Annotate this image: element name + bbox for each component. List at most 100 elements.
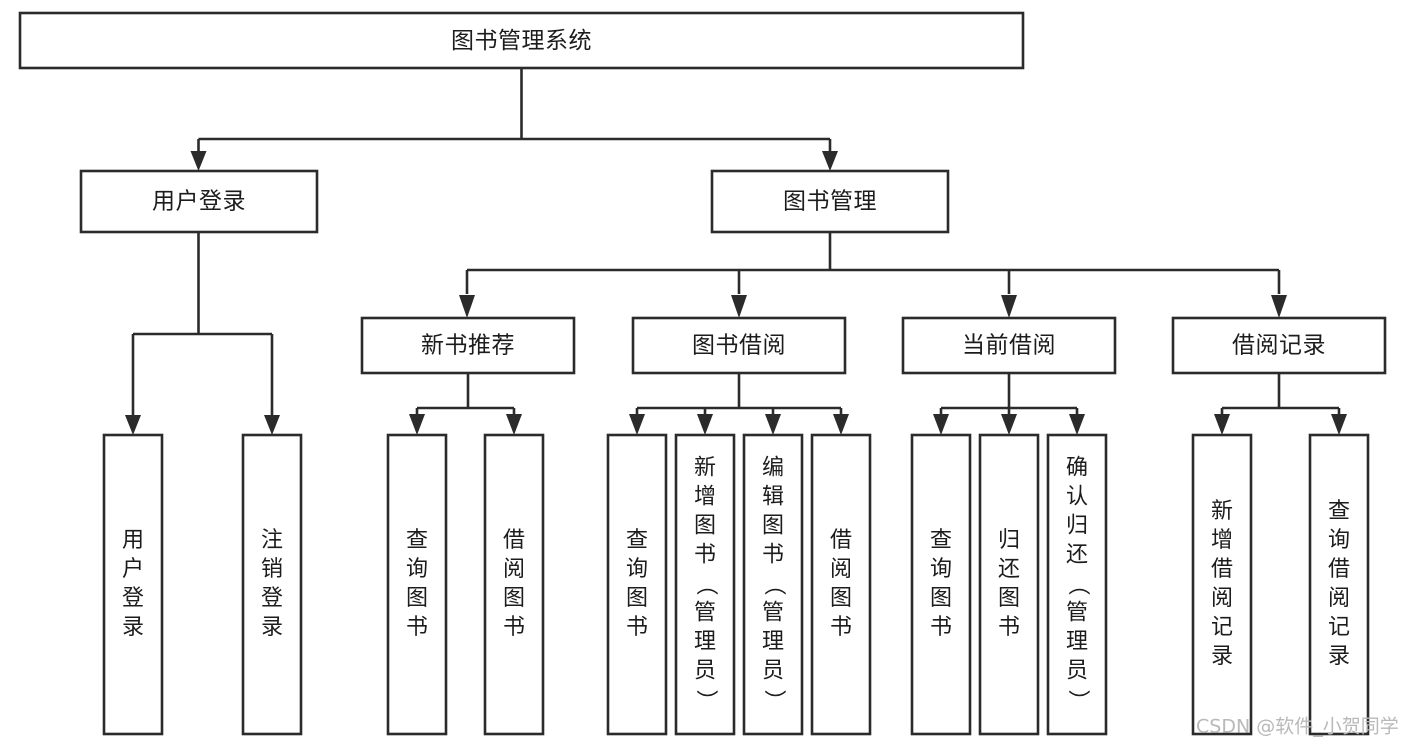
svg-text:书: 书 xyxy=(998,615,1020,640)
node-leaf-return-book-box[interactable] xyxy=(978,433,1040,736)
svg-text:户: 户 xyxy=(122,557,144,582)
node-root[interactable]: 图书管理系统 xyxy=(18,11,1025,70)
node-leaf-query-book-1-box[interactable] xyxy=(386,433,448,736)
svg-text:书: 书 xyxy=(626,615,648,640)
node-current-borrow[interactable]: 当前借阅 xyxy=(901,316,1117,375)
node-leaf-user-logout[interactable] xyxy=(241,433,303,736)
node-book-manage[interactable]: 图书管理 xyxy=(710,169,950,234)
node-leaf-query-book-3-box[interactable] xyxy=(910,433,972,736)
svg-text:借: 借 xyxy=(1211,557,1233,582)
node-leaf-query-book-3[interactable] xyxy=(910,433,972,736)
svg-text:增: 增 xyxy=(694,485,716,510)
arrowhead-leaf-user-logout xyxy=(264,415,280,435)
connector-layer xyxy=(125,68,1347,435)
arrowhead-leaf-add-book xyxy=(697,414,713,435)
arrowhead-leaf-confirm-return xyxy=(1069,414,1085,435)
svg-text:辑: 辑 xyxy=(762,485,784,510)
node-leaf-add-record[interactable] xyxy=(1191,433,1253,736)
svg-text:员: 员 xyxy=(1066,659,1088,684)
node-leaf-edit-book[interactable] xyxy=(742,433,804,736)
svg-text:书: 书 xyxy=(830,615,852,640)
node-leaf-add-book-box[interactable] xyxy=(674,433,736,736)
node-leaf-edit-book-box[interactable] xyxy=(742,433,804,736)
node-leaf-borrow-book-1[interactable] xyxy=(483,433,545,736)
node-leaf-add-book[interactable] xyxy=(674,433,736,736)
arrowhead-current-borrow xyxy=(1001,295,1017,318)
svg-text:（: （ xyxy=(761,573,786,595)
node-root-box[interactable] xyxy=(18,11,1025,70)
node-book-manage-box[interactable] xyxy=(710,169,950,234)
arrowhead-user-login xyxy=(190,151,207,171)
svg-text:图: 图 xyxy=(830,586,852,611)
node-leaf-borrow-book-2[interactable] xyxy=(810,433,872,736)
node-user-login-label: 用户登录 xyxy=(152,189,246,215)
svg-text:查: 查 xyxy=(406,528,428,553)
node-leaf-return-book[interactable] xyxy=(978,433,1040,736)
leaf-label-layer: 用户登录注销登录查询图书借阅图书查询图书新增图书（管理员）编辑图书（管理员）借阅… xyxy=(122,456,1350,712)
svg-text:图: 图 xyxy=(406,586,428,611)
node-leaf-query-record-box[interactable] xyxy=(1308,433,1370,736)
node-leaf-query-book-2-box[interactable] xyxy=(606,433,668,736)
node-leaf-borrow-book-2-box[interactable] xyxy=(810,433,872,736)
svg-text:图: 图 xyxy=(762,514,784,539)
arrowhead-book-borrow xyxy=(731,295,747,318)
arrowhead-leaf-user-login xyxy=(125,415,141,435)
svg-text:确: 确 xyxy=(1066,456,1088,481)
svg-text:查: 查 xyxy=(930,528,952,553)
svg-text:图: 图 xyxy=(626,586,648,611)
node-current-borrow-box[interactable] xyxy=(901,316,1117,375)
svg-text:编: 编 xyxy=(762,456,784,481)
node-leaf-user-logout-box[interactable] xyxy=(241,433,303,736)
node-book-borrow-box[interactable] xyxy=(631,316,847,375)
svg-text:书: 书 xyxy=(930,615,952,640)
svg-text:登: 登 xyxy=(122,586,144,611)
node-leaf-add-record-box[interactable] xyxy=(1191,433,1253,736)
node-leaf-query-book-1[interactable] xyxy=(386,433,448,736)
svg-text:理: 理 xyxy=(762,630,784,655)
svg-text:询: 询 xyxy=(930,557,952,582)
node-book-borrow-label: 图书借阅 xyxy=(692,333,786,359)
node-new-book-recommend[interactable]: 新书推荐 xyxy=(360,316,576,375)
node-borrow-record[interactable]: 借阅记录 xyxy=(1171,316,1387,375)
node-book-borrow[interactable]: 图书借阅 xyxy=(631,316,847,375)
arrowhead-leaf-add-record xyxy=(1214,414,1230,435)
svg-text:借: 借 xyxy=(503,528,525,553)
svg-text:）: ） xyxy=(693,689,718,711)
node-user-login[interactable]: 用户登录 xyxy=(79,169,319,234)
arrowhead-leaf-borrow-book-2 xyxy=(833,414,849,435)
node-leaf-query-record[interactable] xyxy=(1308,433,1370,736)
node-leaf-query-book-2[interactable] xyxy=(606,433,668,736)
node-leaf-confirm-return[interactable] xyxy=(1046,433,1108,736)
node-leaf-borrow-book-1-box[interactable] xyxy=(483,433,545,736)
svg-text:销: 销 xyxy=(261,557,283,582)
svg-text:书: 书 xyxy=(694,543,716,568)
svg-text:（: （ xyxy=(693,573,718,595)
csdn-watermark: CSDN @软件_小贺同学 xyxy=(1196,716,1399,738)
node-user-login-box[interactable] xyxy=(79,169,319,234)
svg-text:图: 图 xyxy=(998,586,1020,611)
node-leaf-confirm-return-box[interactable] xyxy=(1046,433,1108,736)
svg-text:录: 录 xyxy=(122,615,144,640)
svg-text:）: ） xyxy=(1065,689,1090,711)
svg-text:借: 借 xyxy=(1328,557,1350,582)
svg-text:归: 归 xyxy=(998,528,1020,553)
node-new-book-recommend-box[interactable] xyxy=(360,316,576,375)
svg-text:录: 录 xyxy=(261,615,283,640)
svg-text:员: 员 xyxy=(762,659,784,684)
node-leaf-user-login-box[interactable] xyxy=(102,433,164,736)
svg-text:询: 询 xyxy=(406,557,428,582)
arrowhead-new-book-recommend xyxy=(459,295,475,318)
node-borrow-record-box[interactable] xyxy=(1171,316,1387,375)
svg-text:新: 新 xyxy=(1211,499,1233,524)
node-leaf-user-login[interactable] xyxy=(102,433,164,736)
svg-text:管: 管 xyxy=(762,601,784,626)
